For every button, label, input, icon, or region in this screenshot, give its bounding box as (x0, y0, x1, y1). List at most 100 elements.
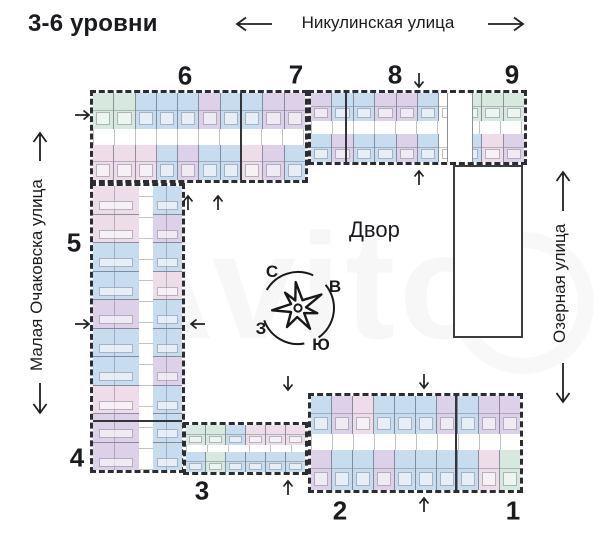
apartment-unit (500, 450, 520, 490)
apartment-unit (418, 93, 440, 121)
apartment-unit (93, 93, 115, 129)
building-wing-top-left (90, 90, 308, 183)
apartment-unit (416, 396, 437, 434)
entrance-arrow-right-icon (75, 109, 91, 121)
apartment-unit (416, 450, 437, 490)
apartment-unit (396, 134, 419, 162)
apartment-unit (503, 93, 525, 121)
apartment-unit (206, 425, 226, 445)
apartment-unit (93, 442, 139, 470)
apartment-unit (479, 396, 500, 434)
apartment-unit (153, 271, 182, 300)
compass-label-north: С (265, 262, 279, 281)
apartment-unit (458, 396, 479, 434)
apartment-unit (93, 186, 139, 215)
apartment-unit (353, 93, 376, 121)
apartment-unit (93, 271, 139, 300)
apartment-unit (500, 396, 520, 434)
section-divider (345, 93, 347, 162)
entrance-arrow-down-icon (418, 374, 430, 390)
apartment-unit (332, 396, 353, 434)
apartment-unit (153, 357, 182, 386)
apartment-unit (153, 385, 182, 414)
apartment-unit (418, 134, 440, 162)
section-label-5: 5 (66, 227, 82, 258)
apartment-unit (93, 328, 139, 357)
apartment-row (186, 425, 305, 445)
apartment-unit (153, 186, 182, 215)
corridor (311, 434, 520, 450)
compass-label-west: З (255, 319, 267, 338)
apartment-unit (266, 425, 286, 445)
apartment-unit (311, 450, 332, 490)
apartment-unit (263, 93, 285, 129)
apartment-unit (437, 450, 458, 490)
apartment-unit (374, 450, 395, 490)
empty-plot-outline (453, 165, 523, 338)
street-arrow-right-icon (488, 16, 525, 32)
apartment-unit (153, 243, 182, 272)
apartment-unit (153, 300, 182, 329)
corridor (93, 129, 305, 145)
apartment-unit (242, 145, 264, 180)
apartment-column (93, 186, 139, 470)
courtyard-label: Двор (349, 217, 400, 242)
apartment-unit (226, 452, 246, 472)
section-label-7: 7 (288, 59, 304, 90)
street-arrow-up-left-icon (32, 131, 48, 161)
entrance-arrow-down-icon (413, 73, 425, 89)
apartment-unit (135, 93, 157, 129)
compass-star-icon (263, 271, 335, 346)
building-wing-left (90, 183, 185, 473)
apartment-unit (114, 145, 136, 180)
compass-rose: С В З Ю (254, 262, 346, 354)
apartment-unit (220, 145, 243, 180)
section-label-9: 9 (504, 59, 520, 90)
apartment-unit (375, 134, 397, 162)
apartment-unit (178, 93, 200, 129)
apartment-unit (135, 145, 157, 180)
street-arrow-left-icon (235, 16, 272, 32)
corridor (186, 445, 305, 452)
apartment-unit (199, 145, 221, 180)
apartment-unit (153, 214, 182, 243)
apartment-row (311, 93, 525, 121)
corridor (311, 121, 524, 134)
apartment-unit (284, 145, 306, 180)
apartment-row (311, 396, 520, 434)
apartment-unit (458, 450, 479, 490)
apartment-unit (311, 396, 332, 434)
corridor (139, 186, 153, 470)
compass-label-east: В (328, 277, 342, 296)
apartment-unit (395, 450, 416, 490)
section-label-6: 6 (177, 60, 193, 91)
apartment-unit (286, 425, 305, 445)
apartment-unit (93, 243, 139, 272)
building-wing-top-right (308, 90, 527, 165)
apartment-unit (353, 450, 374, 490)
section-divider (455, 396, 457, 490)
apartment-unit (156, 93, 179, 129)
apartment-unit (93, 414, 139, 443)
section-connector (447, 93, 473, 162)
apartment-unit (311, 134, 333, 162)
apartment-unit (266, 452, 286, 472)
entrance-arrow-down-icon (282, 376, 294, 392)
apartment-unit (353, 396, 374, 434)
section-label-8: 8 (387, 59, 403, 90)
apartment-unit (246, 452, 266, 472)
apartment-unit (93, 357, 139, 386)
compass-label-south: Ю (312, 335, 330, 354)
apartment-unit (153, 414, 182, 443)
section-label-2: 2 (332, 495, 348, 526)
apartment-unit (332, 93, 354, 121)
apartment-unit (93, 385, 139, 414)
apartment-row (93, 145, 306, 180)
apartment-unit (93, 214, 139, 243)
apartment-unit (242, 93, 264, 129)
apartment-unit (482, 93, 504, 121)
apartment-unit (375, 93, 397, 121)
apartment-unit (186, 452, 206, 472)
apartment-unit (263, 145, 285, 180)
